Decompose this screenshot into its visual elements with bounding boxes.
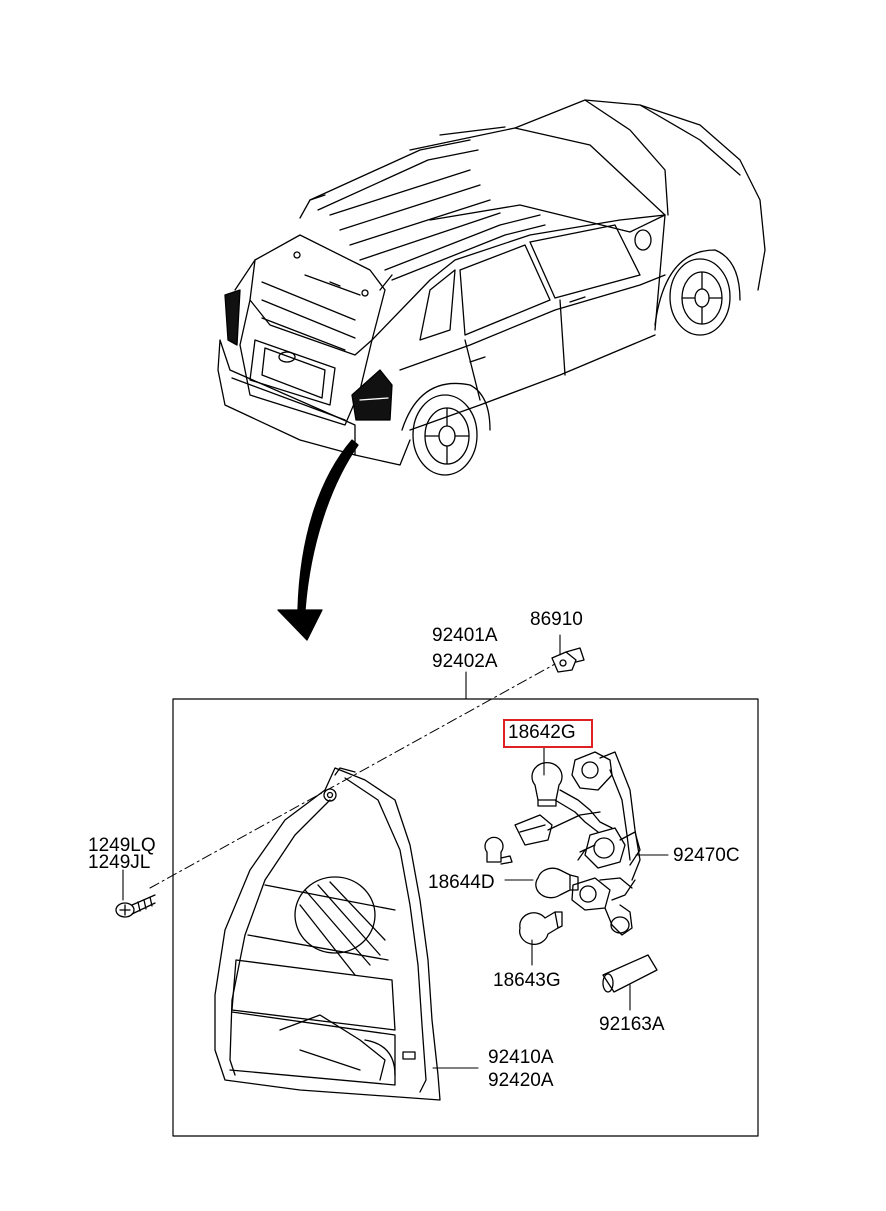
part-label-92163A[interactable]: 92163A [599, 1014, 665, 1035]
screw-icon [115, 894, 156, 918]
part-label-86910[interactable]: 86910 [530, 609, 583, 630]
wedge-bulb-icon [484, 836, 513, 865]
part-highlight-18642G [503, 719, 593, 748]
part-label-18643G[interactable]: 18643G [493, 970, 561, 991]
part-label-18644D[interactable]: 18644D [428, 872, 495, 893]
sleeve-92163A-icon [602, 954, 658, 993]
bulb-18642G-icon [531, 762, 563, 807]
part-label-92401A[interactable]: 92401A [432, 625, 498, 646]
part-label-92410A[interactable]: 92410A [488, 1047, 554, 1068]
bulb-18644D-icon [535, 867, 579, 899]
direction-arrow [277, 439, 359, 641]
vehicle-illustration [217, 99, 766, 476]
part-label-92420A[interactable]: 92420A [488, 1070, 554, 1091]
clip-86910-icon [551, 647, 585, 673]
socket-wiring-harness [514, 751, 641, 936]
bulb-18643G-icon [518, 911, 563, 945]
tail-lamp-housing [214, 767, 441, 1101]
part-label-1249LQ[interactable]: 1249LQ [88, 835, 156, 856]
part-label-92470C[interactable]: 92470C [673, 845, 740, 866]
part-label-1249JL[interactable]: 1249JL [88, 852, 151, 873]
part-label-18642G[interactable]: 18642G [508, 722, 576, 743]
assembly-frame [172, 698, 759, 1137]
part-label-92402A[interactable]: 92402A [432, 651, 498, 672]
